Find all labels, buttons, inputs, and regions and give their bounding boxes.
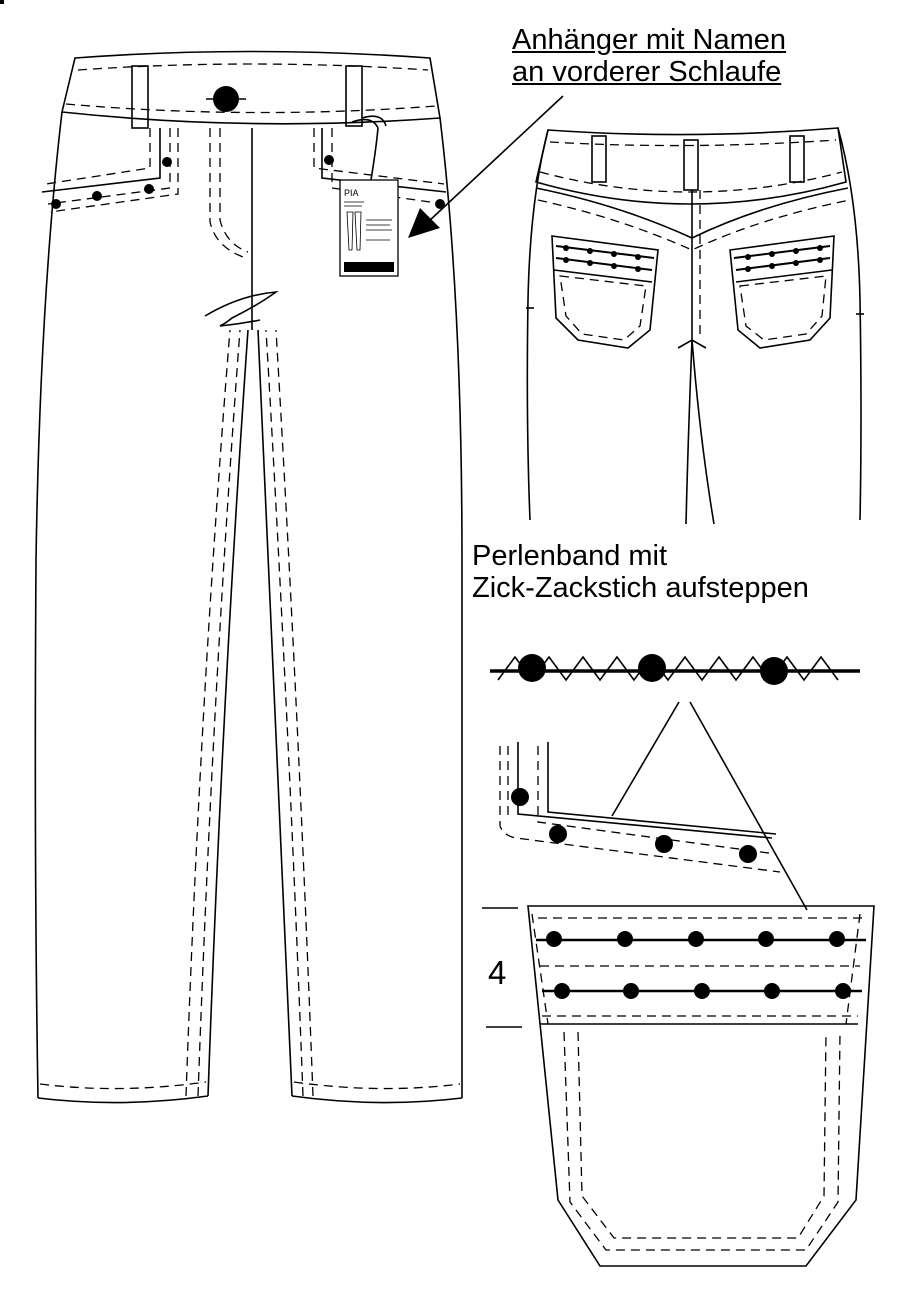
instruction-line-2: Zick-Zackstich aufsteppen <box>472 572 809 605</box>
front-pocket-right <box>321 128 447 193</box>
back-outline-left <box>526 129 549 521</box>
front-view-trousers <box>34 50 463 1104</box>
bead <box>638 654 666 682</box>
tag-callout-line-1: Anhänger mit Namen <box>512 24 787 56</box>
front-outline-right <box>439 117 463 1098</box>
back-belt-loop-left <box>591 135 607 183</box>
hang-tag-brand: PIA <box>344 188 359 198</box>
back-view-trousers <box>526 127 864 525</box>
back-belt-loop-center <box>683 139 699 191</box>
hang-tag-card <box>339 179 399 277</box>
front-pocket-corner-detail <box>499 742 781 873</box>
tag-callout-label: Anhänger mit Namen an vorderer Schlaufe <box>512 24 786 89</box>
callout-arrowhead <box>408 208 440 238</box>
front-belt-loop-left <box>131 65 149 129</box>
front-waistband <box>61 50 441 125</box>
front-belt-loop-right <box>345 65 363 127</box>
front-outline-left <box>34 111 63 1099</box>
bead <box>518 654 546 682</box>
hang-tag: PIA <box>339 115 399 277</box>
back-belt-loop-right <box>789 135 805 183</box>
bead-tape-instruction: Perlenband mit Zick-Zackstich aufsteppen <box>472 540 809 605</box>
front-pocket-left <box>41 128 161 193</box>
instruction-line-1: Perlenband mit <box>472 540 668 572</box>
bead <box>760 657 788 685</box>
back-pocket-detail <box>482 905 875 1267</box>
back-pocket-left <box>551 235 659 349</box>
front-hem-right <box>291 1095 463 1104</box>
back-pocket-outline <box>527 905 875 1267</box>
back-pocket-right <box>729 235 835 349</box>
front-hem-left <box>37 1095 209 1104</box>
back-waistband <box>535 127 847 205</box>
pocket-measurement: 4 <box>488 954 507 991</box>
tag-callout-line-2: an vorderer Schlaufe <box>512 56 782 89</box>
back-outline-right <box>837 127 862 521</box>
bead-tape-detail <box>490 654 860 685</box>
